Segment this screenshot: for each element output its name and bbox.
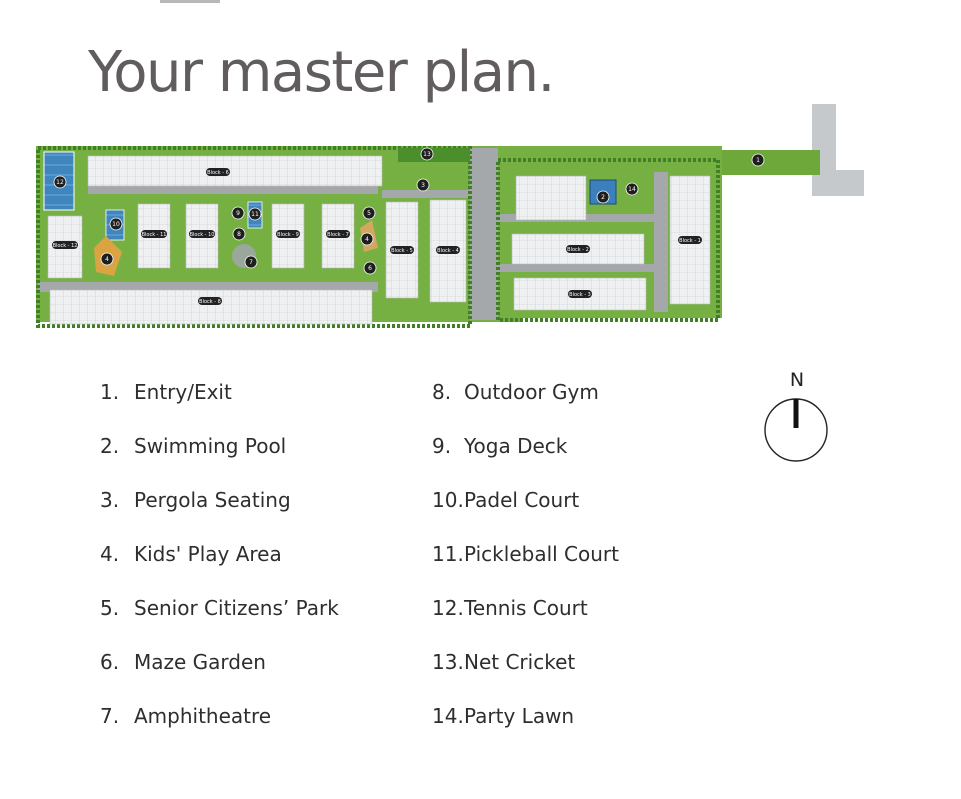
svg-text:1: 1 <box>756 157 760 164</box>
top-tab-indicator <box>160 0 220 3</box>
clubhouse <box>515 175 587 221</box>
block-label-1: Block - 1 <box>678 236 702 244</box>
svg-text:Block - 11: Block - 11 <box>142 232 167 238</box>
svg-text:Block - 12: Block - 12 <box>53 243 78 249</box>
svg-text:6: 6 <box>368 265 372 272</box>
svg-text:11: 11 <box>251 211 259 218</box>
svg-text:Block - 2: Block - 2 <box>567 247 589 253</box>
legend-item: 6.Maze Garden <box>100 650 266 674</box>
marker-icon-7: 7 <box>244 255 258 269</box>
legend-item: 14.Party Lawn <box>432 704 575 728</box>
block-label-8: Block - 8 <box>198 297 222 305</box>
legend-item: 12.Tennis Court <box>432 596 588 620</box>
svg-text:Block - 8: Block - 8 <box>199 299 221 305</box>
marker-icon-14: 14 <box>625 182 639 196</box>
block-label-6: Block - 6 <box>206 168 230 176</box>
marker-icon-4a: 4 <box>100 252 114 266</box>
block-label-11: Block - 11 <box>141 230 167 238</box>
marker-icon-3: 3 <box>416 178 430 192</box>
block-label-5: Block - 5 <box>390 246 414 254</box>
block-label-12: Block - 12 <box>52 241 78 249</box>
marker-icon-5: 5 <box>362 206 376 220</box>
block-label-2: Block - 2 <box>566 245 590 253</box>
net-cricket <box>398 148 470 162</box>
block-label-9: Block - 9 <box>276 230 300 238</box>
svg-text:Block - 3: Block - 3 <box>569 292 591 298</box>
legend-item: 10.Padel Court <box>432 488 580 512</box>
legend-item: 2.Swimming Pool <box>100 434 287 458</box>
legend-item: 7.Amphitheatre <box>100 704 272 728</box>
legend-item: 3.Pergola Seating <box>100 488 291 512</box>
legend-item: 5.Senior Citizens’ Park <box>100 596 339 620</box>
svg-text:8: 8 <box>237 231 241 238</box>
marker-icon-10: 10 <box>109 217 123 231</box>
marker-icon-11: 11 <box>248 207 262 221</box>
svg-text:4: 4 <box>365 236 369 243</box>
svg-text:13: 13 <box>423 151 431 158</box>
svg-text:5: 5 <box>367 210 371 217</box>
marker-icon-13: 13 <box>420 147 434 161</box>
marker-icon-12: 12 <box>53 175 67 189</box>
svg-text:Block - 9: Block - 9 <box>277 232 299 238</box>
svg-text:4: 4 <box>105 256 109 263</box>
svg-text:9: 9 <box>236 210 240 217</box>
svg-text:Block - 7: Block - 7 <box>327 232 349 238</box>
page-title: Your master plan. <box>88 40 555 105</box>
block-label-3: Block - 3 <box>568 290 592 298</box>
marker-icon-2: 2 <box>596 190 610 204</box>
svg-text:3: 3 <box>421 182 425 189</box>
internal-roads <box>38 148 668 320</box>
svg-text:Block - 6: Block - 6 <box>207 170 229 176</box>
amenity-legend-left: 1.Entry/Exit 2.Swimming Pool 3.Pergola S… <box>100 374 339 752</box>
svg-text:Block - 4: Block - 4 <box>437 248 459 254</box>
blocks <box>47 155 711 325</box>
block-8 <box>49 289 373 325</box>
amenity-legend-right: 8.Outdoor Gym 9.Yoga Deck 10.Padel Court… <box>432 374 619 752</box>
svg-text:12: 12 <box>56 179 64 186</box>
hedges <box>36 146 720 328</box>
svg-text:Block - 10: Block - 10 <box>190 232 215 238</box>
block-label-7: Block - 7 <box>326 230 350 238</box>
svg-text:10: 10 <box>112 221 120 228</box>
master-plan-map: Block - 6 Block - 8 Block - 12 Block - 1… <box>36 104 864 328</box>
svg-text:14: 14 <box>628 186 636 193</box>
marker-icon-8: 8 <box>232 227 246 241</box>
compass-icon <box>764 398 828 462</box>
legend-item: 1.Entry/Exit <box>100 380 232 404</box>
compass-north-label: N <box>789 369 805 391</box>
block-label-4: Block - 4 <box>436 246 460 254</box>
legend-item: 9.Yoga Deck <box>432 434 568 458</box>
block-label-10: Block - 10 <box>189 230 215 238</box>
legend-item: 11.Pickleball Court <box>432 542 619 566</box>
svg-text:Block - 5: Block - 5 <box>391 248 413 254</box>
svg-text:7: 7 <box>249 259 253 266</box>
legend-item: 13.Net Cricket <box>432 650 576 674</box>
legend-item: 4.Kids' Play Area <box>100 542 282 566</box>
block-6 <box>87 155 383 187</box>
marker-icon-1: 1 <box>751 153 765 167</box>
svg-text:2: 2 <box>601 194 605 201</box>
legend-item: 8.Outdoor Gym <box>432 380 599 404</box>
svg-text:Block - 1: Block - 1 <box>679 238 701 244</box>
marker-icon-6: 6 <box>363 261 377 275</box>
marker-icon-4b: 4 <box>360 232 374 246</box>
marker-icon-9: 9 <box>231 206 245 220</box>
